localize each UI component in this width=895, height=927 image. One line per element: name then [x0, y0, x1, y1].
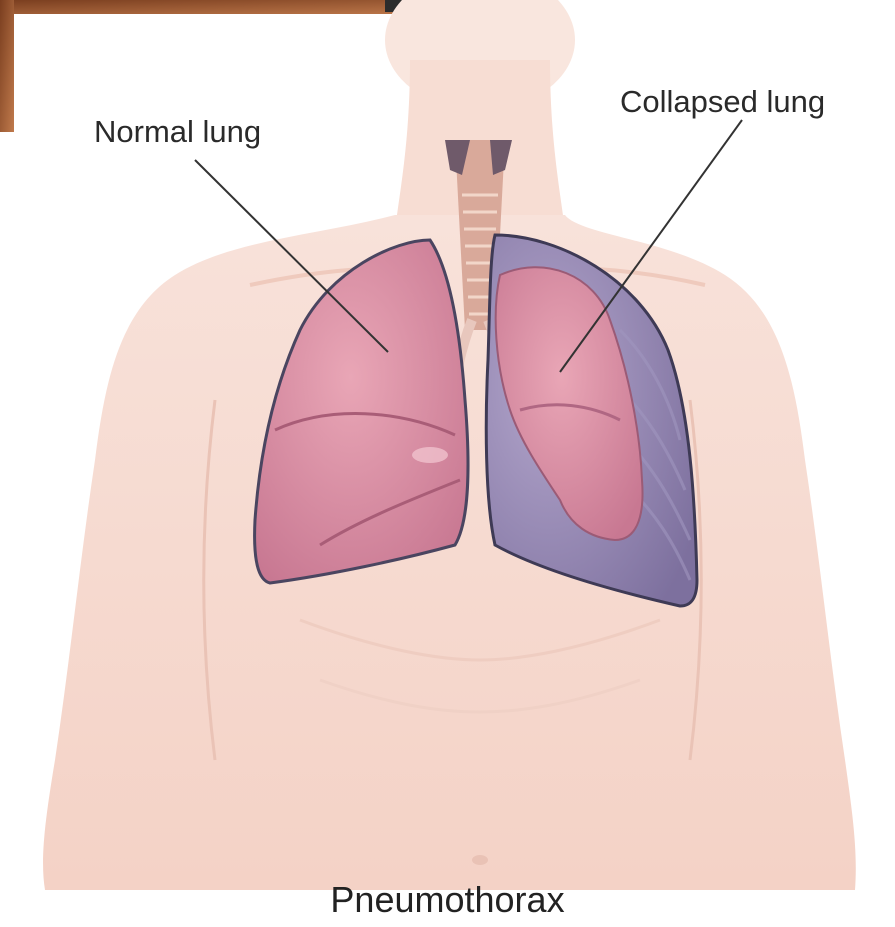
normal-lung-label: Normal lung — [94, 116, 261, 147]
diagram-caption: Pneumothorax — [0, 882, 895, 918]
collapsed-lung-label: Collapsed lung — [620, 86, 825, 117]
